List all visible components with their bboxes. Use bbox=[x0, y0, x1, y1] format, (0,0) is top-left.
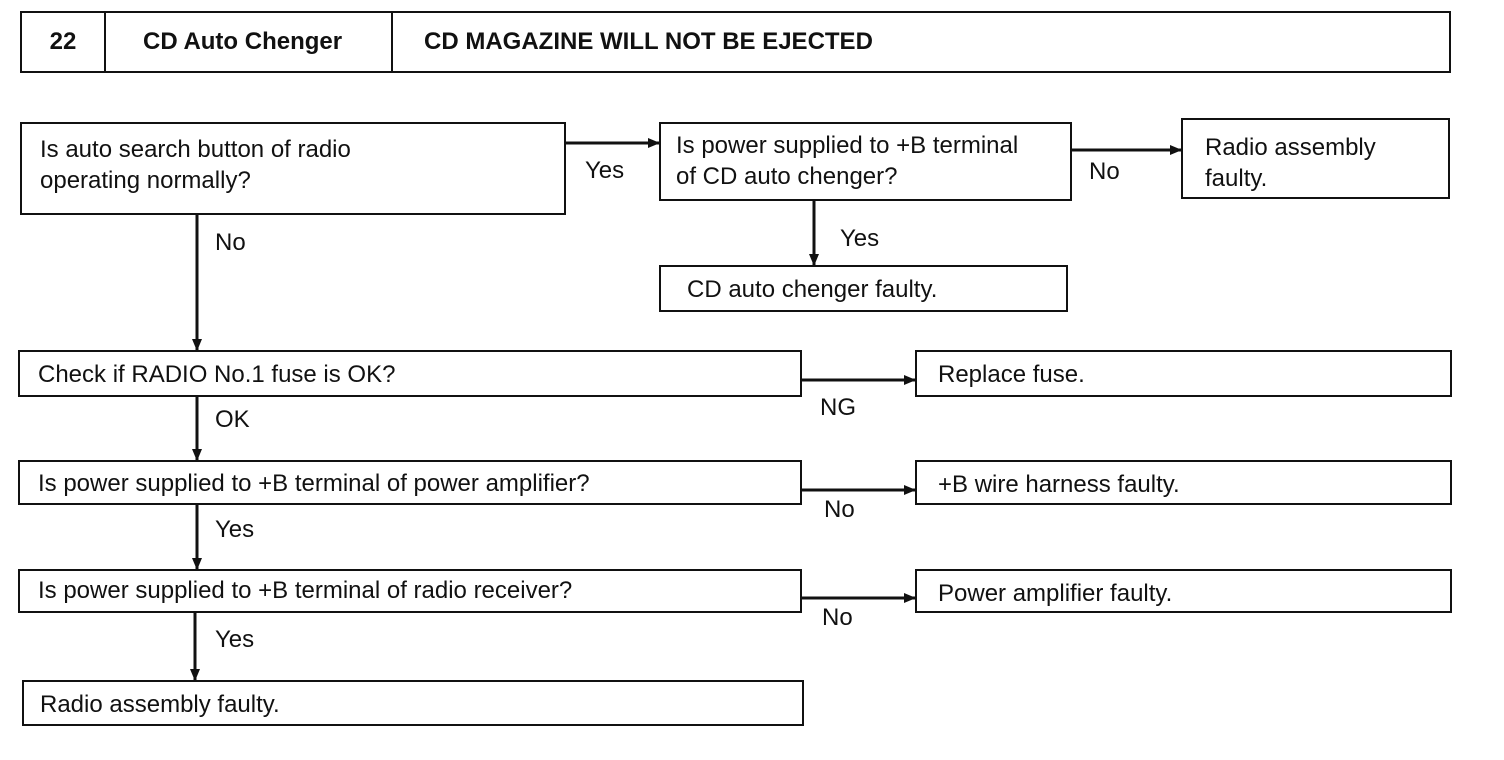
question-fuse-check: Check if RADIO No.1 fuse is OK? bbox=[18, 350, 802, 397]
label-power-amp-no: No bbox=[824, 496, 855, 523]
section-number: 22 bbox=[22, 13, 106, 71]
result-replace-fuse: Replace fuse. bbox=[915, 350, 1452, 397]
label-power-cd-no: No bbox=[1089, 158, 1120, 185]
result-power-amplifier-faulty: Power amplifier faulty. bbox=[915, 569, 1452, 613]
header-bar: 22 CD Auto Chenger CD MAGAZINE WILL NOT … bbox=[20, 11, 1451, 73]
label-fuse-ok: OK bbox=[215, 406, 250, 433]
result-wire-harness-faulty: +B wire harness faulty. bbox=[915, 460, 1452, 505]
result-radio-assembly-line1: Radio assembly bbox=[1205, 134, 1376, 161]
label-auto-search-no: No bbox=[215, 229, 246, 256]
label-auto-search-yes: Yes bbox=[585, 157, 625, 184]
label-power-cd-yes: Yes bbox=[840, 225, 880, 252]
question-power-cd-line1: Is power supplied to +B terminal bbox=[676, 132, 1019, 159]
section-name: CD Auto Chenger bbox=[106, 13, 393, 71]
result-radio-assembly-faulty-bottom: Radio assembly faulty. bbox=[22, 680, 804, 726]
question-auto-search-line2: operating normally? bbox=[40, 167, 251, 194]
label-power-receiver-yes: Yes bbox=[215, 626, 255, 653]
result-radio-assembly-faulty-top: Radio assembly faulty. bbox=[1181, 118, 1450, 199]
result-radio-assembly-line2: faulty. bbox=[1205, 165, 1268, 192]
label-power-receiver-no: No bbox=[822, 604, 853, 631]
question-power-cd-changer: Is power supplied to +B terminal of CD a… bbox=[659, 122, 1072, 201]
page-title: CD MAGAZINE WILL NOT BE EJECTED bbox=[424, 28, 873, 55]
question-power-amplifier: Is power supplied to +B terminal of powe… bbox=[18, 460, 802, 505]
result-cd-changer-faulty: CD auto chenger faulty. bbox=[659, 265, 1068, 312]
label-power-amp-yes: Yes bbox=[215, 516, 255, 543]
question-auto-search-line1: Is auto search button of radio bbox=[40, 136, 351, 163]
question-power-radio-receiver: Is power supplied to +B terminal of radi… bbox=[18, 569, 802, 613]
question-auto-search: Is auto search button of radio operating… bbox=[20, 122, 566, 215]
question-power-cd-line2: of CD auto chenger? bbox=[676, 163, 898, 190]
label-fuse-ng: NG bbox=[820, 394, 856, 421]
